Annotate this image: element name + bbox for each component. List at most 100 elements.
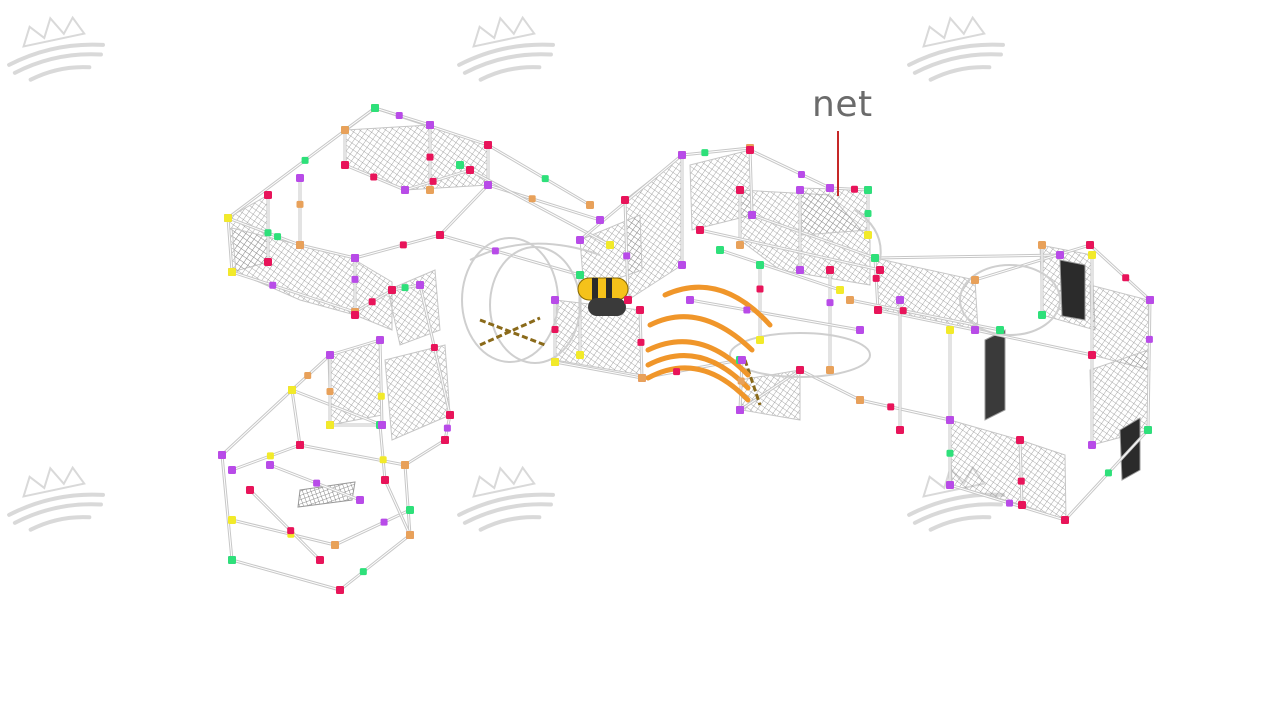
arch-3 — [645, 339, 751, 378]
connector-joint — [716, 246, 724, 254]
connector-joint — [756, 285, 764, 293]
connector-joint — [541, 175, 549, 183]
net-panel-dark-right — [1059, 259, 1086, 321]
connector-joint — [576, 351, 584, 359]
frame-tube — [579, 154, 683, 241]
connector-joint — [446, 411, 454, 419]
connector-joint — [436, 231, 444, 239]
connector-joint — [381, 476, 389, 484]
connector-joint — [1146, 296, 1154, 304]
connector-joint — [264, 229, 272, 237]
connector-joint — [316, 556, 324, 564]
frame-tube — [221, 454, 233, 561]
connector-joint — [796, 186, 804, 194]
frame-tube — [379, 424, 386, 481]
frame-tube — [291, 389, 301, 446]
connector-joint — [376, 336, 384, 344]
connector-joint — [401, 284, 409, 292]
frame-tube — [459, 164, 611, 246]
frame-tube — [231, 519, 336, 546]
connector-joint — [576, 236, 584, 244]
connector-joint — [368, 298, 376, 306]
connector-joint — [341, 126, 349, 134]
frame-tube — [404, 169, 471, 191]
connector-joint — [946, 481, 954, 489]
connector-joint — [746, 146, 754, 154]
frame-tube — [334, 509, 411, 546]
connector-joint — [301, 156, 309, 164]
connector-joint — [1086, 241, 1094, 249]
connector-joints — [218, 104, 1154, 594]
connector-joint — [678, 261, 686, 269]
frame-tube — [339, 534, 411, 591]
connector-joint — [326, 388, 334, 396]
connector-joint — [426, 121, 434, 129]
connector-joint — [228, 516, 236, 524]
connector-joint — [686, 296, 694, 304]
connector-joint — [624, 296, 632, 304]
connector-joint — [388, 286, 396, 294]
arch-4 — [645, 353, 751, 391]
connector-joint — [1017, 477, 1025, 485]
frame-tube — [799, 369, 861, 401]
connector-joint — [701, 149, 709, 157]
connector-joint — [637, 338, 645, 346]
watermark-1 — [7, 15, 105, 82]
bee-stripe-1 — [592, 278, 598, 300]
net-panels — [227, 124, 1151, 521]
connector-joint — [971, 326, 979, 334]
connector-joint — [304, 372, 312, 380]
frame-tube — [877, 309, 976, 331]
connector-joint — [946, 449, 954, 457]
connector-joint — [743, 306, 751, 314]
connector-joint — [401, 461, 409, 469]
connector-joint — [359, 568, 367, 576]
connector-joint — [336, 586, 344, 594]
tunnel-ring-3 — [729, 332, 871, 378]
connector-joint — [638, 374, 646, 382]
connector-joint — [736, 241, 744, 249]
connector-joint — [274, 233, 282, 241]
plank-left2 — [479, 316, 541, 347]
connector-joint — [491, 247, 499, 255]
connector-joint — [971, 276, 979, 284]
connector-joint — [1056, 251, 1064, 259]
connector-joint — [846, 296, 854, 304]
connector-joint — [748, 211, 756, 219]
connector-joint — [636, 306, 644, 314]
connector-joint — [623, 252, 631, 260]
connector-joint — [756, 261, 764, 269]
frame-tube — [751, 214, 876, 259]
frame-tube — [344, 107, 376, 131]
connector-joint — [872, 274, 880, 282]
connector-joint — [416, 281, 424, 289]
connector-joint — [896, 296, 904, 304]
connector-joint — [576, 271, 584, 279]
frame-tube — [439, 184, 489, 236]
connector-joint — [443, 424, 451, 432]
connector-joint — [551, 296, 559, 304]
frame-tube — [227, 217, 301, 246]
connector-joint — [246, 486, 254, 494]
connector-joint — [313, 479, 321, 487]
watermark-5 — [457, 465, 555, 532]
connector-joint — [370, 173, 378, 181]
connector-joint — [696, 226, 704, 234]
connector-joint — [406, 506, 414, 514]
connector-joint — [224, 214, 232, 222]
net-panel-left-back — [344, 124, 489, 191]
tunnel-curve-mid — [469, 242, 601, 261]
bee-bolster — [577, 277, 629, 316]
net-panel-arm-2 — [384, 344, 451, 441]
connector-joint — [218, 451, 226, 459]
connector-joint — [551, 325, 559, 333]
connector-joint — [836, 286, 844, 294]
connector-joint — [596, 216, 604, 224]
connector-joint — [395, 111, 403, 119]
frame-tube — [689, 299, 861, 331]
connector-joint — [379, 456, 387, 464]
frame-tube — [974, 244, 1091, 281]
frame-tube — [829, 187, 869, 191]
connector-joint — [797, 170, 805, 178]
connector-joint — [796, 366, 804, 374]
